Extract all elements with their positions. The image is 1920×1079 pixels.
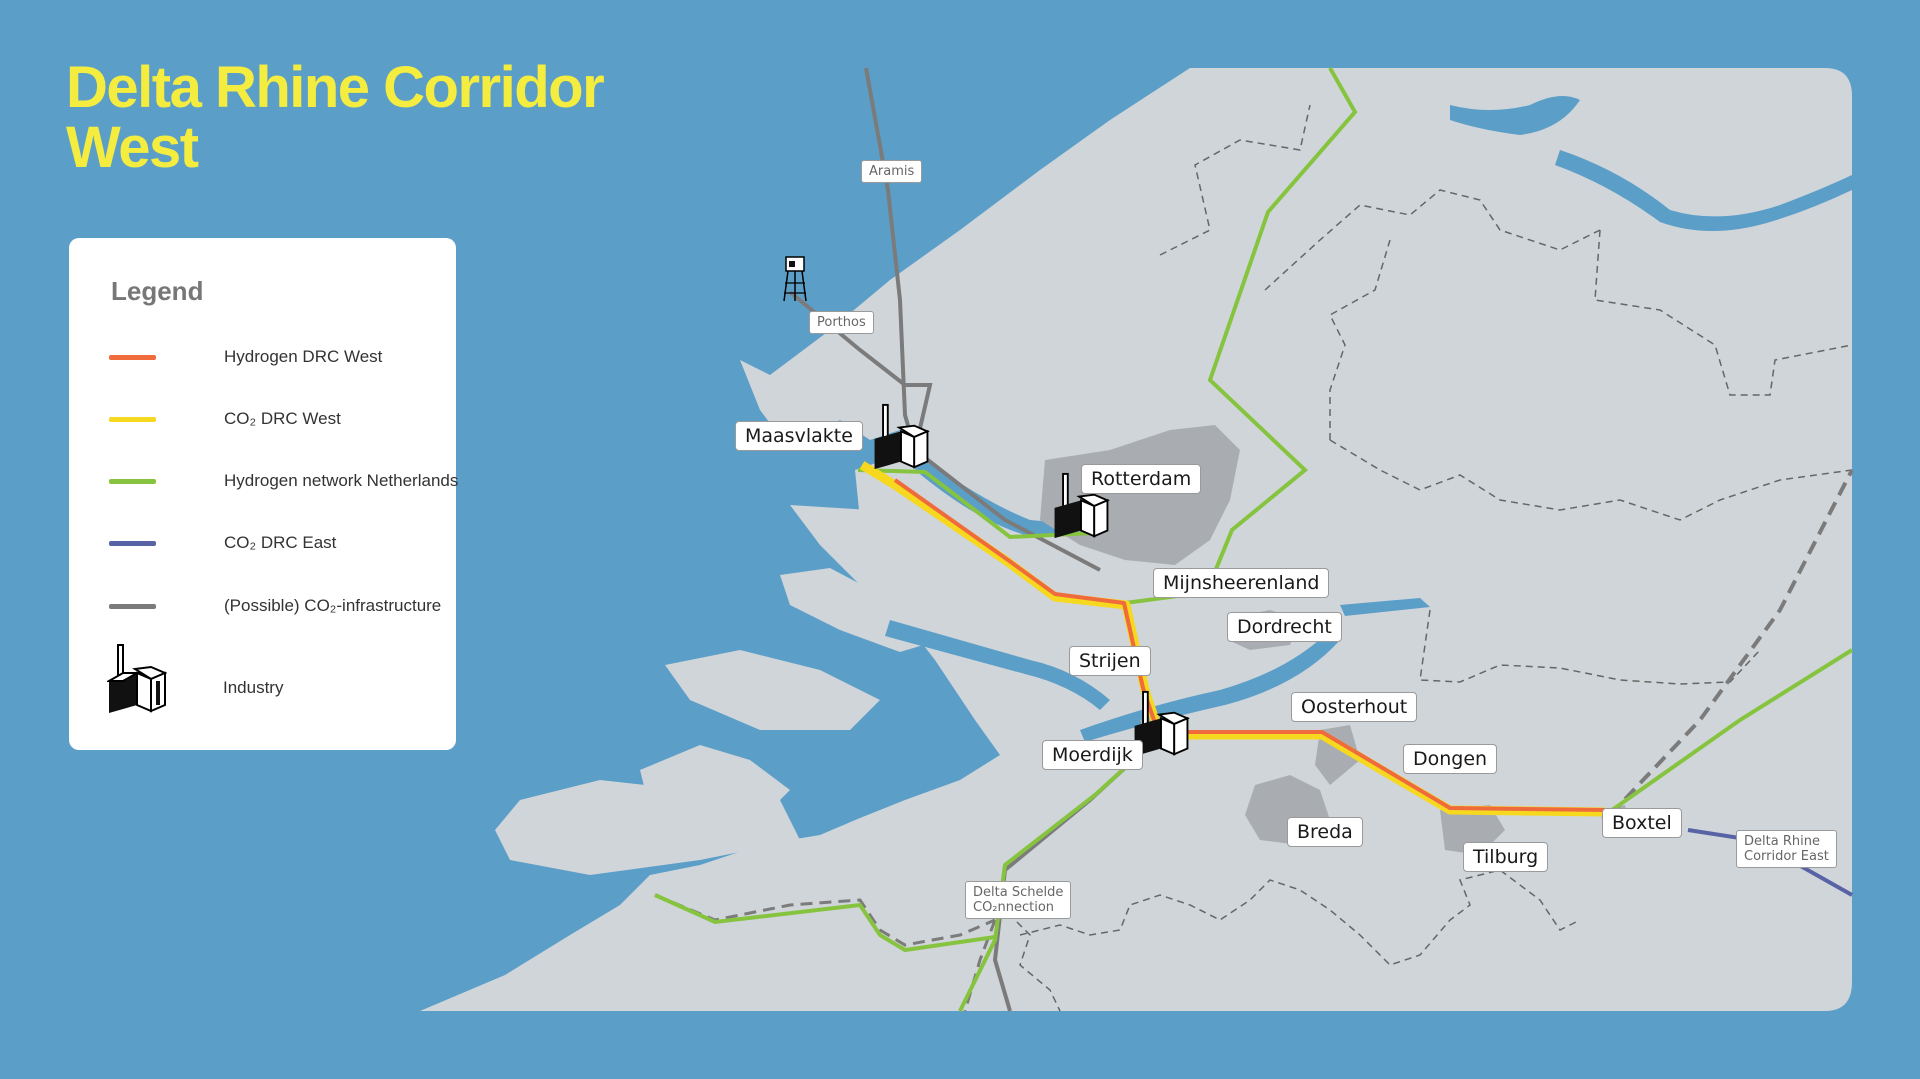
h2-network-east <box>1603 648 1854 817</box>
island-beveland <box>495 780 800 875</box>
tag-drc-east-line-1: Delta Rhine <box>1744 834 1820 849</box>
legend-swatch-possible-co2 <box>109 604 156 609</box>
legend-label-industry: Industry <box>223 678 284 697</box>
lake-ijssel <box>1450 96 1580 135</box>
legend-label: Hydrogen network Netherlands <box>224 471 459 490</box>
river-north <box>1555 150 1852 231</box>
waterway-lek <box>1340 598 1430 616</box>
title-line-1: Delta Rhine Corridor <box>66 55 605 120</box>
title-line-2: West <box>66 115 199 180</box>
city-label-mijnsheerenland: Mijnsheerenland <box>1153 568 1330 598</box>
h2-network-rotterdam <box>857 468 1096 540</box>
waterway-haringvliet <box>885 620 1110 710</box>
legend-panel: Legend Hydrogen DRC West CO₂ DRC West Hy… <box>69 238 458 750</box>
legend-item-co2-drc-west: CO₂ DRC West <box>109 400 449 440</box>
city-label-strijen: Strijen <box>1069 646 1151 676</box>
legend-title: Legend <box>111 276 204 306</box>
offshore-platform-icon <box>783 256 807 302</box>
city-label-oosterhout: Oosterhout <box>1291 692 1418 722</box>
province-border-3 <box>1329 239 1391 440</box>
legend-swatch-hydrogen-drc-west <box>109 355 156 360</box>
province-border-1 <box>1159 104 1311 256</box>
tag-drc-east-line-2: Corridor East <box>1744 849 1829 864</box>
co2-possible-dashed-east <box>1608 469 1854 817</box>
legend-label: Hydrogen DRC West <box>224 347 383 366</box>
h2-network-zeeland <box>654 893 996 953</box>
factory-icon <box>107 644 167 713</box>
city-label-maasvlakte: Maasvlakte <box>735 421 863 451</box>
legend-label: (Possible) CO₂-infrastructure <box>224 596 442 615</box>
factory-icon-rotterdam <box>1054 472 1110 539</box>
province-border-8 <box>999 904 1061 1012</box>
legend-label: CO₂ DRC West <box>224 409 341 428</box>
province-border-5 <box>1329 439 1853 521</box>
legend-swatch-co2-drc-east <box>109 541 156 546</box>
co2-possible-aramis <box>864 67 1101 572</box>
tag-delta-schelde-line-1: Delta Schelde <box>973 885 1064 900</box>
island-schouwen <box>665 650 880 730</box>
city-label-moerdijk: Moerdijk <box>1042 740 1143 770</box>
legend-item-possible-co2: (Possible) CO₂-infrastructure <box>109 587 449 627</box>
tag-delta-schelde-line-2: CO₂nnection <box>973 900 1055 915</box>
tag-porthos: Porthos <box>809 311 874 334</box>
page-title: Delta Rhine Corridor West <box>66 55 605 180</box>
legend-item-co2-drc-east: CO₂ DRC East <box>109 524 449 564</box>
city-label-dongen: Dongen <box>1403 744 1498 774</box>
city-label-dordrecht: Dordrecht <box>1227 612 1342 642</box>
tag-aramis: Aramis <box>861 160 923 183</box>
h2-network-north <box>1203 67 1358 597</box>
legend-label: CO₂ DRC East <box>224 533 337 552</box>
legend-item-hydrogen-network: Hydrogen network Netherlands <box>109 462 458 502</box>
city-label-breda: Breda <box>1287 817 1363 847</box>
legend-item-hydrogen-drc-west: Hydrogen DRC West <box>109 338 449 378</box>
factory-icon-maasvlakte <box>874 403 930 470</box>
h2-network-south <box>958 743 1152 1012</box>
city-label-rotterdam: Rotterdam <box>1081 464 1202 494</box>
legend-swatch-co2-drc-west <box>109 417 156 422</box>
province-border-2 <box>1264 189 1601 291</box>
tag-delta-schelde: Delta Schelde CO₂nnection <box>965 881 1072 919</box>
city-label-tilburg: Tilburg <box>1463 842 1549 872</box>
province-border-7 <box>1019 869 1581 966</box>
tag-drc-east: Delta Rhine Corridor East <box>1736 830 1837 868</box>
co2-possible-dashed-zeeland <box>654 893 996 947</box>
province-border-6 <box>1419 609 1761 685</box>
legend-swatch-hydrogen-network <box>109 479 156 484</box>
city-label-boxtel: Boxtel <box>1602 808 1682 838</box>
hydrogen-drc-west-line <box>893 478 1606 812</box>
